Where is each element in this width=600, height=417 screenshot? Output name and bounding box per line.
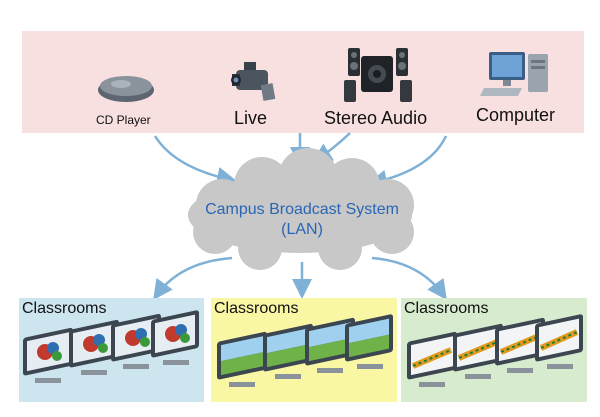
landscape-monitors-icon xyxy=(217,314,393,387)
classroom-arrows xyxy=(153,256,447,301)
classroom-panel-3: Classrooms xyxy=(401,298,587,402)
hub-subtitle: (LAN) xyxy=(281,221,323,238)
classroom-panel-2: Classrooms xyxy=(211,298,397,402)
arrow-computer xyxy=(367,135,448,190)
computer-icon xyxy=(480,52,548,96)
computer-label: Computer xyxy=(476,105,556,125)
arrow-room-1 xyxy=(153,256,233,301)
live-label: Live xyxy=(234,108,268,128)
filmstrip-monitors-icon xyxy=(407,314,583,387)
arrow-room-3 xyxy=(371,256,447,301)
camcorder-icon xyxy=(231,62,276,101)
classroom-label: Classrooms xyxy=(214,300,299,317)
abc-monitors-icon xyxy=(23,310,199,383)
arrow-cd xyxy=(153,135,237,187)
cloud-shape xyxy=(188,148,414,270)
classroom-label: Classrooms xyxy=(404,300,489,317)
cd-player-label: CD Player xyxy=(96,113,151,127)
classroom-label: Classrooms xyxy=(22,300,107,317)
cd-player-icon xyxy=(98,76,154,102)
speakers-icon xyxy=(344,48,412,102)
hub-title: Campus Broadcast System xyxy=(205,201,399,218)
classroom-panel-1: Classrooms xyxy=(19,298,204,402)
stereo-audio-label: Stereo Audio xyxy=(324,108,428,128)
